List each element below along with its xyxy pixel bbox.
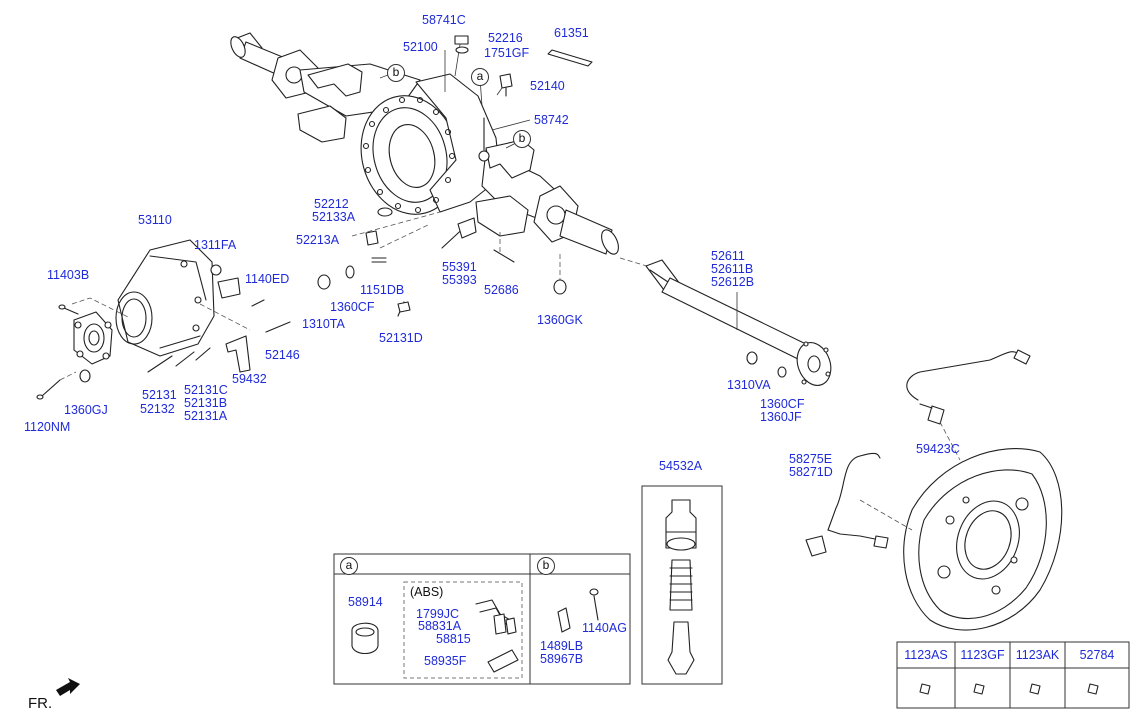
inset-a-1799jc: 1799JC (416, 607, 460, 621)
parts-table-frame (896, 641, 1130, 709)
callout-52131a: 52131A (184, 409, 228, 423)
table-header-52784: 52784 (1079, 648, 1115, 662)
callout-1310va: 1310VA (727, 378, 771, 392)
callout-11403b: 11403B (47, 268, 90, 282)
callout-1120nm: 1120NM (24, 420, 71, 434)
drain-plug-parts (317, 207, 567, 317)
callout-52133a: 52133A (312, 210, 356, 224)
callout-52146: 52146 (265, 348, 300, 362)
marker-b-upper: b (387, 64, 405, 82)
marker-b-lower: b (513, 130, 531, 148)
callout-1360gj: 1360GJ (64, 403, 108, 417)
table-header-1123as: 1123AS (904, 648, 948, 662)
callout-55391: 55391 (442, 260, 477, 274)
callout-52611: 52611 (711, 249, 745, 263)
abs-sensor-drawing (805, 349, 1031, 557)
differential-carrier-drawing (36, 239, 291, 400)
bump-stop-drawing (641, 485, 723, 685)
callout-52132: 52132 (140, 402, 175, 416)
inset-b-1489lb: 1489LB (540, 639, 584, 653)
callout-1360cf-upper: 1360CF (330, 300, 375, 314)
callout-52212: 52212 (314, 197, 349, 211)
callout-52686: 52686 (484, 283, 519, 297)
callout-55393: 55393 (442, 273, 477, 287)
table-header-1123gf: 1123GF (960, 648, 1005, 662)
inset-b-58967b: 58967B (540, 652, 584, 666)
axle-housing-drawing (230, 32, 619, 255)
fr-label: FR. (28, 695, 53, 712)
callout-52213a: 52213A (296, 233, 340, 247)
callout-59432: 59432 (232, 372, 267, 386)
marker-a: a (471, 68, 489, 86)
callout-61351: 61351 (554, 26, 589, 40)
inset-a-58914: 58914 (348, 595, 383, 609)
callout-52131: 52131 (142, 388, 177, 402)
callout-58741c: 58741C (422, 13, 466, 27)
callout-1151db: 1151DB (360, 283, 405, 297)
table-header-1123ak: 1123AK (1015, 648, 1060, 662)
inset-a-marker: a (340, 557, 358, 575)
brake-backing-plate-drawing (859, 421, 1063, 631)
callout-54532a: 54532A (659, 459, 703, 473)
callout-1140ed: 1140ED (245, 272, 290, 286)
callout-53110: 53110 (138, 213, 172, 227)
callout-58275e: 58275E (789, 452, 833, 466)
inset-a-58935f: 58935F (424, 654, 467, 668)
callout-52612b: 52612B (711, 275, 755, 289)
callout-52611b: 52611B (711, 262, 754, 276)
callout-1751gf: 1751GF (484, 46, 530, 60)
callout-52131c: 52131C (184, 383, 228, 397)
axle-shaft-drawing (645, 259, 832, 386)
callout-52140: 52140 (530, 79, 565, 93)
callout-1360gk: 1360GK (537, 313, 583, 327)
inset-a-frame (333, 553, 631, 685)
inset-b-1140ag: 1140AG (582, 621, 627, 635)
inset-a-58815: 58815 (436, 632, 471, 646)
callout-1311fa: 1311FA (194, 238, 237, 252)
inset-a-58831a: 58831A (418, 619, 462, 633)
inset-b-marker: b (537, 557, 555, 575)
callout-52216: 52216 (488, 31, 523, 45)
callout-52131d: 52131D (379, 331, 423, 345)
callout-58271d: 58271D (789, 465, 833, 479)
callout-1360cf-lower: 1360CF (760, 397, 805, 411)
callout-58742: 58742 (534, 113, 569, 127)
inset-a-abs-title: (ABS) (410, 585, 444, 599)
callout-1360jf: 1360JF (760, 410, 802, 424)
vent-and-breather-parts (454, 35, 593, 97)
callout-52100: 52100 (403, 40, 438, 54)
callout-52131b: 52131B (184, 396, 228, 410)
callout-59423c: 59423C (916, 442, 960, 456)
callout-1310ta: 1310TA (302, 317, 345, 331)
fr-arrow-icon (56, 678, 80, 696)
